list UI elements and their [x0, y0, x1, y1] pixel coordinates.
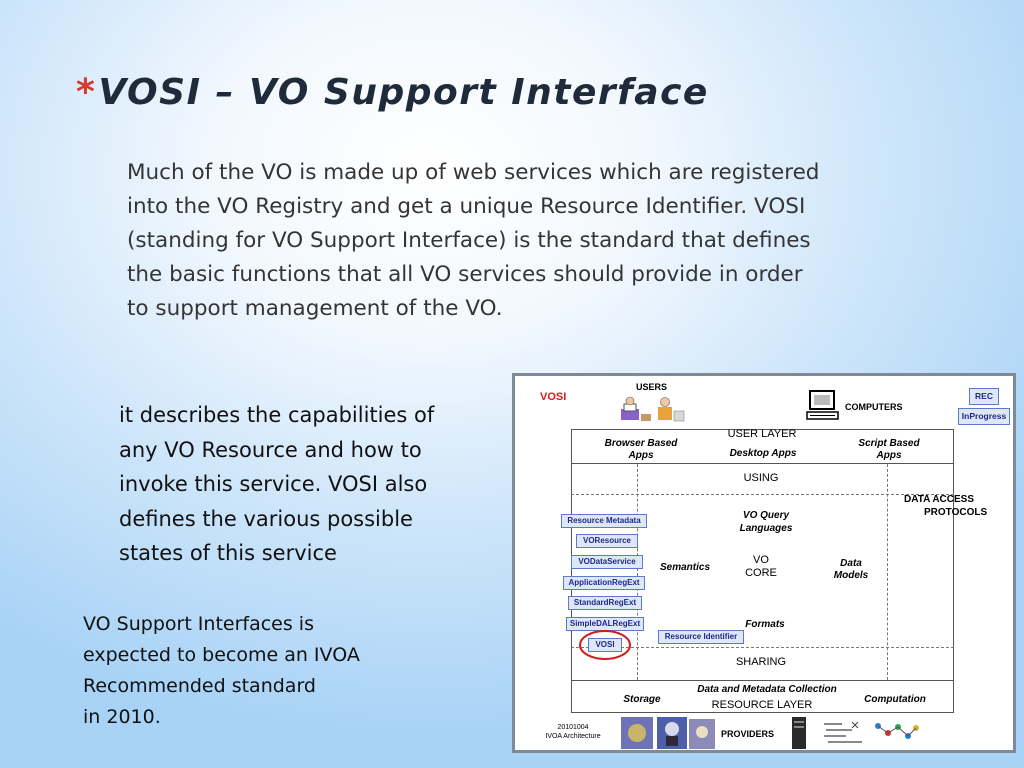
semantics-label: Semantics [659, 562, 711, 573]
diagram-date: 20101004 [557, 724, 589, 731]
resource-layer-label: RESOURCE LAYER [711, 699, 813, 711]
standard-note: VO Support Interfaces is expected to bec… [83, 609, 433, 733]
diagram-architecture-caption: IVOA Architecture [545, 733, 601, 740]
browser-apps-label: Browser Based Apps [604, 438, 678, 461]
note-line: expected to become an IVOA [83, 644, 360, 666]
desc-line: invoke this service. VOSI also [119, 472, 428, 496]
row-divider [571, 680, 954, 681]
intro-line: the basic functions that all VO services… [127, 262, 803, 287]
note-line: Recommended standard [83, 675, 316, 697]
rec-badge: REC [969, 388, 999, 405]
row-divider [571, 463, 954, 464]
architecture-frame [571, 429, 954, 713]
intro-paragraph: Much of the VO is made up of web service… [127, 156, 957, 326]
intro-line: to support management of the VO. [127, 296, 503, 321]
interface-resource-metadata: Resource Metadata [561, 514, 647, 528]
computers-label: COMPUTERS [845, 402, 903, 412]
formats-label: Formats [745, 619, 785, 630]
server-icon [792, 717, 806, 749]
vosi-highlight-circle [579, 630, 631, 660]
intro-line: into the VO Registry and get a unique Re… [127, 194, 806, 219]
interface-voresource: VOResource [576, 534, 638, 548]
interface-vosi: VOSI [588, 638, 622, 652]
protocols-column: PROTOCOLS [924, 507, 988, 518]
title-text: VOSI – VO Support Interface [98, 72, 709, 113]
user-layer-label: USER LAYER [727, 428, 797, 440]
inprogress-badge: InProgress [958, 408, 1010, 425]
simulation-icon [875, 723, 919, 739]
note-line: in 2010. [83, 706, 161, 728]
data-access-column: DATA ACCESS [904, 494, 974, 505]
query-languages-label: VO Query Languages [739, 510, 793, 534]
diagram-vosi-tag: VOSI [540, 391, 567, 403]
users-label: USERS [636, 382, 668, 392]
title-bullet: * [76, 72, 97, 113]
interface-applicationregext: ApplicationRegExt [563, 576, 645, 590]
ivoa-architecture-diagram: VOSI USERS COMPUTERS REC InProgress USER… [512, 373, 1016, 753]
slide-title: *VOSI – VO Support Interface [76, 72, 709, 113]
dashed-divider [571, 647, 954, 648]
desc-line: any VO Resource and how to [119, 437, 422, 462]
dashed-column [887, 464, 888, 680]
desc-line: defines the various possible [119, 506, 413, 531]
data-models-label: Data Models [833, 558, 869, 581]
desktop-apps-label: Desktop Apps [729, 448, 797, 459]
computer-icon [806, 390, 839, 420]
dashed-divider [571, 494, 954, 495]
sharing-label: SHARING [735, 656, 787, 668]
resource-identifier-box: Resource Identifier [658, 630, 744, 644]
interface-vodataservice: VODataService [571, 555, 643, 569]
users-icon [621, 396, 685, 422]
script-apps-label: Script Based Apps [858, 438, 920, 461]
storage-label: Storage [623, 694, 661, 705]
dashed-column [637, 464, 638, 680]
intro-line: (standing for VO Support Interface) is t… [127, 228, 811, 253]
formula-icon [824, 721, 862, 743]
desc-line: states of this service [119, 541, 337, 565]
computation-label: Computation [864, 694, 926, 705]
provider-images-icon [621, 717, 715, 749]
using-label: USING [743, 472, 779, 484]
desc-line: it describes the capabilities of [119, 403, 435, 427]
collection-label: Data and Metadata Collection [697, 684, 837, 695]
interface-standardregext: StandardRegExt [568, 596, 642, 610]
vo-core-label: VO CORE [745, 554, 777, 579]
capabilities-paragraph: it describes the capabilities of any VO … [119, 398, 509, 571]
note-line: VO Support Interfaces is [83, 613, 314, 635]
intro-line: Much of the VO is made up of web service… [127, 160, 820, 185]
providers-label: PROVIDERS [721, 729, 775, 739]
